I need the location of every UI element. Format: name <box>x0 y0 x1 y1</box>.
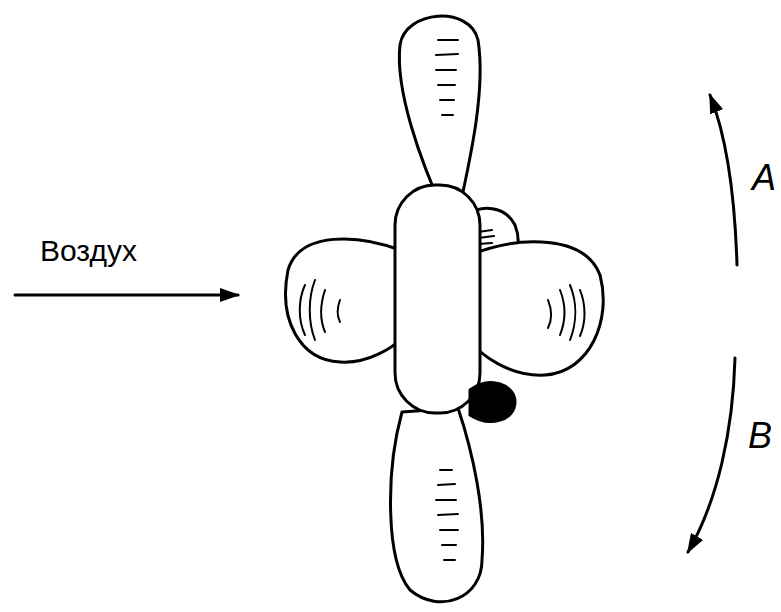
rotation-label: A <box>752 160 776 196</box>
blade-shading <box>300 280 340 340</box>
rotation-arrow <box>688 358 735 552</box>
propeller-hub <box>395 185 480 413</box>
blade-shading <box>436 470 458 560</box>
blade <box>470 242 603 375</box>
air-label: Воздух <box>40 236 137 266</box>
blade <box>391 408 483 602</box>
blade-shading <box>436 40 458 115</box>
blade-shading <box>548 285 585 340</box>
rotation-label: B <box>748 418 772 454</box>
blade <box>286 239 400 362</box>
air-arrow <box>15 294 238 297</box>
shaft <box>470 383 515 422</box>
rotation-arrow <box>710 95 737 265</box>
